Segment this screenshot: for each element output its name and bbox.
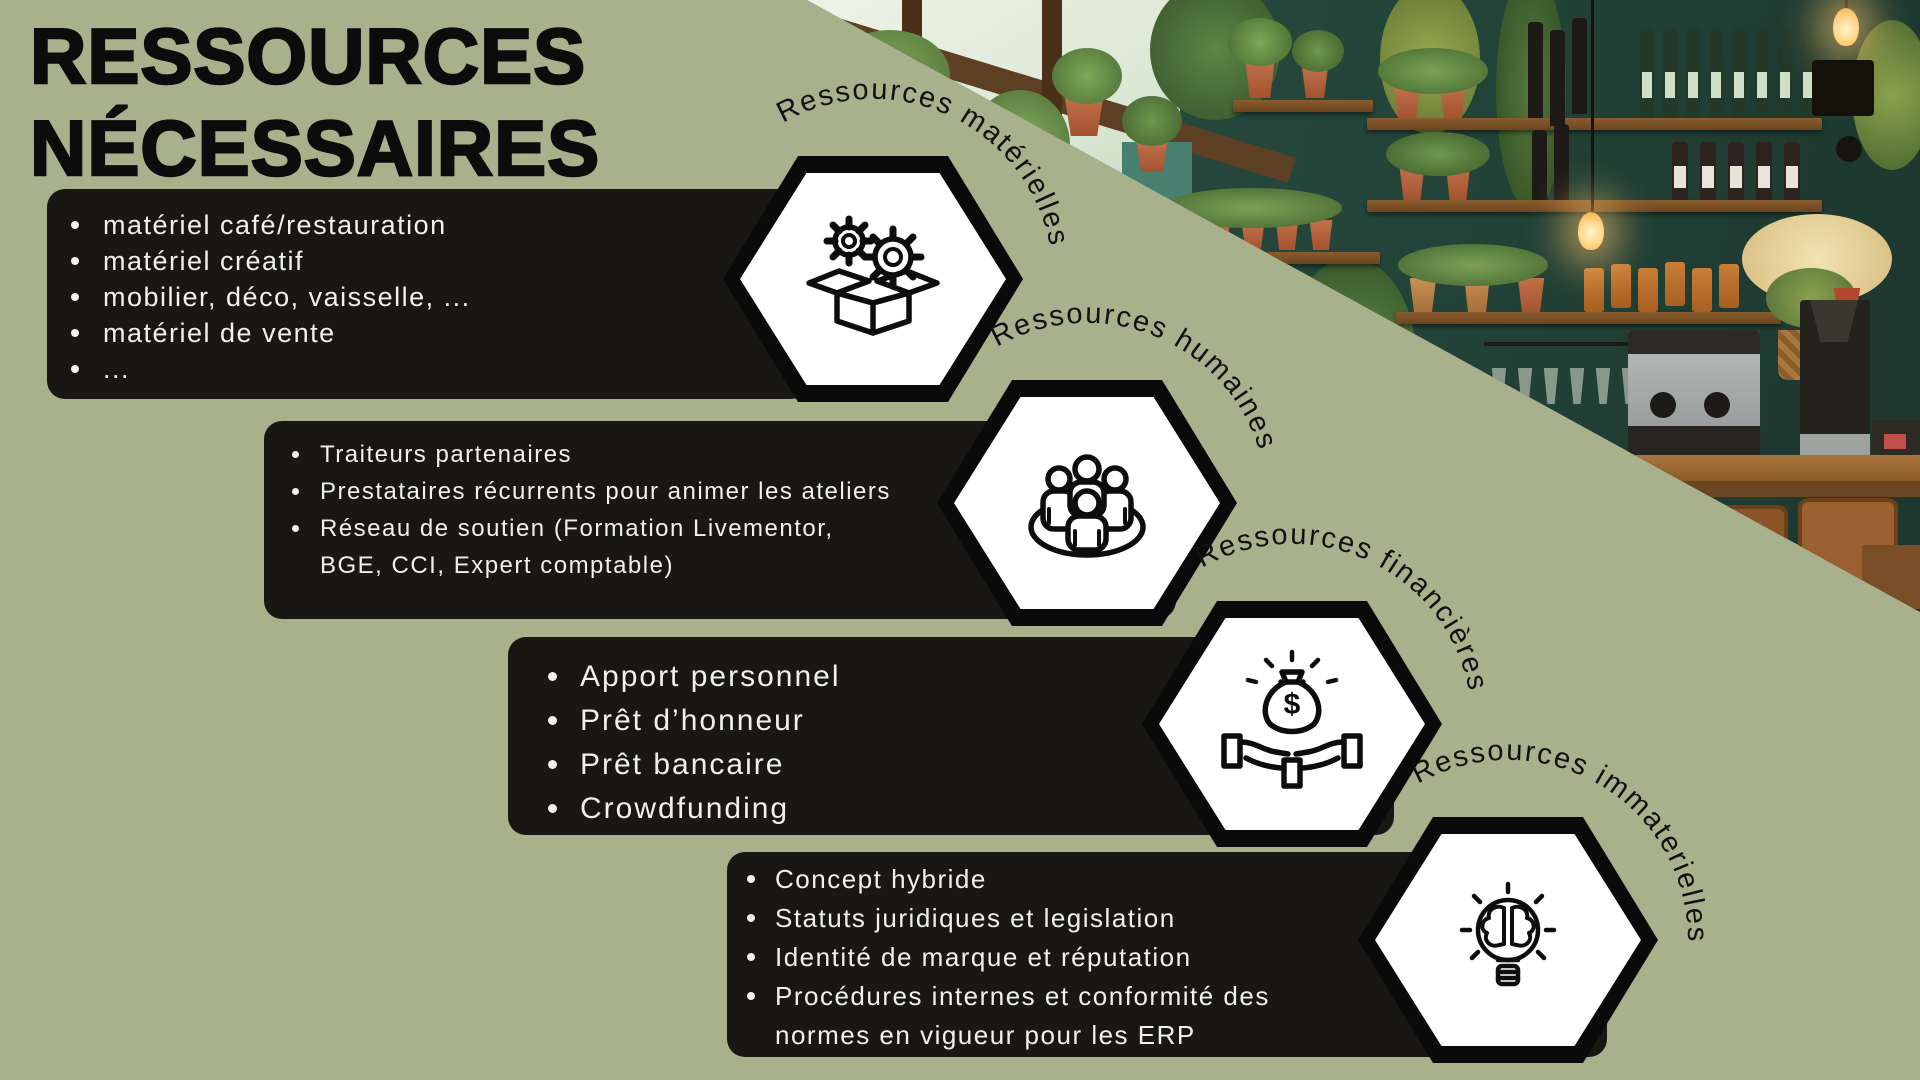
bullet-list: Apport personnel Prêt d’honneur Prêt ban… [508,637,1394,831]
hexagon-financial: $ [1142,601,1442,847]
wine-bottle [1756,142,1772,200]
list-item: Traiteurs partenaires [292,436,892,473]
hexagon-material [723,156,1023,402]
green-bottle [1801,28,1815,118]
plant [1378,48,1488,94]
plant-pot [1409,278,1437,312]
plant [1122,96,1182,146]
shelf [1396,312,1781,324]
green-bottle [1709,28,1723,118]
shelf [1367,200,1822,212]
list-item: Procédures internes et conformité des no… [747,977,1312,1055]
page-title: RESSOURCES NÉCESSAIRES [29,10,601,194]
list-item: matériel café/restauration [71,207,809,243]
wall-logo [1836,136,1862,162]
wine-glass [1543,368,1559,404]
list-item: matériel de vente [71,315,809,351]
green-bottle [1686,28,1700,118]
jar [1584,268,1604,312]
svg-text:$: $ [1284,688,1301,721]
wine-bottle [1728,142,1744,200]
wine-glass [1569,368,1585,404]
list-item: matériel créatif [71,243,809,279]
hexagon-immaterial [1358,817,1658,1063]
bullet-list: Concept hybride Statuts juridiques et le… [727,852,1312,1055]
wine-bottle [1700,142,1716,200]
bullet-list: Traiteurs partenaires Prestataires récur… [264,421,892,584]
lamp-cord [1591,0,1594,212]
jar [1638,268,1658,312]
brain-lightbulb-icon [1459,881,1557,987]
plant [1292,30,1344,72]
title-line1: RESSOURCES [29,11,587,102]
plant [1228,18,1292,66]
hexagon-face [1375,834,1641,1046]
dark-bottle [1528,22,1543,118]
coffee-grinder [1800,300,1870,458]
jar [1692,268,1712,312]
hexagon-human [937,380,1237,626]
dark-bottle [1550,30,1565,126]
light-bulb [1578,212,1604,250]
wine-glass [1595,368,1611,404]
green-bottle [1663,28,1677,118]
shelf [1233,100,1373,112]
list-item: Réseau de soutien (Formation Livementor,… [292,510,892,584]
list-item: Concept hybride [747,860,1312,899]
green-bottle [1755,28,1769,118]
glass-rail [1484,342,1654,346]
list-item: Apport personnel [548,655,1394,699]
dark-bottle [1572,18,1587,114]
dark-bottle [1532,130,1547,200]
list-item: Crowdfunding [548,787,1394,831]
list-item: Prêt bancaire [548,743,1394,787]
green-bottle [1778,28,1792,118]
people-around-table-icon [1028,454,1146,558]
title-line2: NÉCESSAIRES [29,103,601,194]
dark-bottle [1554,124,1569,200]
material-resources-box: matériel café/restauration matériel créa… [47,189,809,399]
list-item: mobilier, déco, vaisselle, ... [71,279,809,315]
green-bottle [1640,28,1654,118]
jar [1611,264,1631,308]
money-bag-hands-icon: $ [1221,649,1363,789]
label-ressources-financieres: Ressources financières [1191,519,1494,695]
plant [1386,132,1490,176]
list-item: Statuts juridiques et legislation [747,899,1312,938]
gears-open-box-icon [806,215,940,336]
green-bottle [1732,28,1746,118]
herbs [1398,244,1548,286]
bullet-list: matériel café/restauration matériel créa… [47,189,809,387]
jar [1665,262,1685,306]
menu-sign [1812,60,1874,116]
list-item: Identité de marque et réputation [747,938,1312,977]
light-bulb [1833,8,1859,46]
shelf [1367,118,1822,130]
jar [1719,264,1739,308]
plant [1052,48,1122,104]
espresso-machine [1628,330,1760,458]
wine-bottle [1784,142,1800,200]
plant-pot [1309,220,1333,250]
label-ressources-materielles: Ressources matérielles [772,74,1075,250]
label-ressources-immaterielles: Ressources immaterielles [1407,735,1714,944]
lamp-cord [1845,0,1848,10]
list-item: Prêt d’honneur [548,699,1394,743]
plant-pot [1517,278,1545,312]
label-ressources-humaines: Ressources humaines [986,298,1284,454]
wine-bottle [1672,142,1688,200]
list-item: Prestataires récurrents pour animer les … [292,473,892,510]
list-item: ... [71,351,809,387]
